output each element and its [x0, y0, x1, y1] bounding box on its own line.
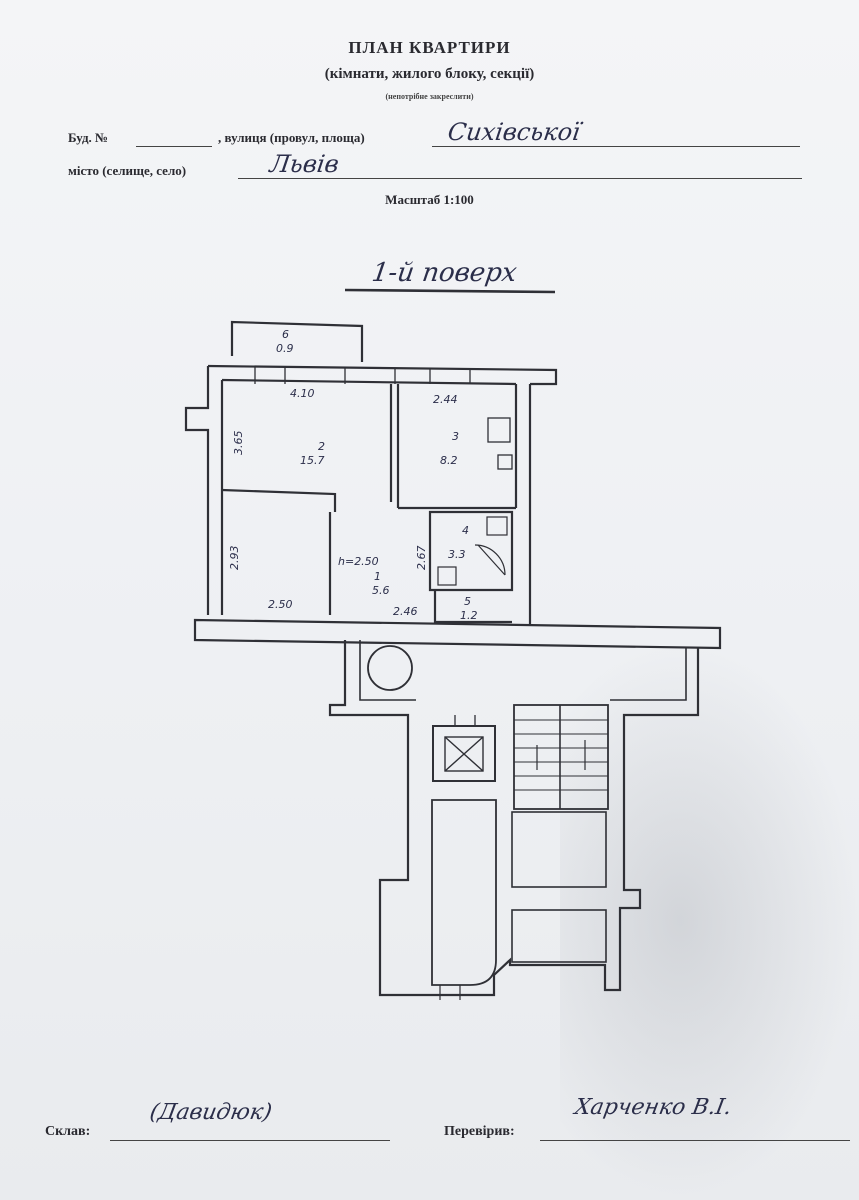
left-wall: [184, 366, 210, 615]
stair-flight: [513, 704, 609, 810]
window-marks: [254, 366, 471, 384]
shower-arc: [474, 544, 506, 576]
floor-underline: [344, 288, 556, 294]
dim-bath-side: 2.67: [415, 546, 428, 571]
city-underline: [238, 178, 802, 179]
top-wall: [207, 364, 558, 386]
room-4-area: 3.3: [448, 548, 466, 561]
room-5-area: 1.2: [460, 609, 478, 622]
document-subtitle: (кімнати, жилого блоку, секції): [324, 66, 535, 82]
room-3-number: 3: [452, 430, 459, 443]
partition-2-3: [389, 384, 400, 508]
balcony-outline: [230, 320, 364, 362]
toilet-walls: [433, 590, 512, 624]
document-note: (непотрібне закреслити): [385, 92, 474, 101]
checked-label: Перевірив:: [444, 1124, 515, 1139]
compiled-label: Склав:: [45, 1124, 91, 1139]
scale-label: Масштаб 1:100: [385, 192, 474, 207]
room-5-number: 5: [464, 595, 471, 608]
room-1-number: 1: [374, 570, 381, 583]
street-underline: [432, 146, 800, 147]
building-label: Буд. №: [68, 130, 109, 145]
washbasin: [486, 516, 508, 536]
dim-hall-bottom: 2.46: [393, 605, 418, 618]
bathroom-walls: [428, 510, 514, 592]
compiled-signature: (Давидюк): [147, 1100, 274, 1125]
room-2-bottom: [221, 488, 337, 512]
corridor-wall: [193, 618, 722, 650]
lower-room-a: [511, 811, 607, 888]
checked-signature: Харченко В.І.: [572, 1095, 734, 1120]
balcony-number: 6: [282, 328, 289, 341]
dim-top-right: 2.44: [433, 393, 458, 406]
city-label: місто (селище, село): [68, 163, 187, 178]
hall-height: h=2.50: [338, 555, 379, 568]
toilet-bowl: [437, 566, 457, 586]
balcony-area: 0.9: [276, 342, 294, 355]
room-2-number: 2: [318, 440, 325, 453]
room-2-area: 15.7: [300, 454, 325, 467]
dim-bottom-left: 2.50: [268, 598, 293, 611]
stairwell-outline: [328, 640, 700, 997]
dim-left-lower: 2.93: [228, 546, 241, 571]
top-wall-inner: [221, 378, 517, 386]
round-column: [367, 645, 413, 691]
kitchen-stove: [497, 454, 513, 470]
lower-corridor: [431, 799, 497, 986]
lower-room-b: [511, 909, 607, 963]
room-1-area: 5.6: [372, 584, 390, 597]
building-underline: [136, 146, 212, 147]
compiled-underline: [110, 1140, 390, 1141]
room-4-number: 4: [462, 524, 469, 537]
dim-top-left: 4.10: [290, 387, 315, 400]
elevator-shaft: [432, 725, 496, 782]
room-3-walls: [398, 384, 518, 510]
dim-left-upper: 3.65: [232, 431, 245, 456]
kitchen-sink: [487, 417, 511, 443]
street-label: , вулиця (провул, площа): [218, 130, 365, 145]
checked-underline: [540, 1140, 850, 1141]
document-title: ПЛАН КВАРТИРИ: [348, 38, 511, 57]
room-3-area: 8.2: [440, 454, 458, 467]
